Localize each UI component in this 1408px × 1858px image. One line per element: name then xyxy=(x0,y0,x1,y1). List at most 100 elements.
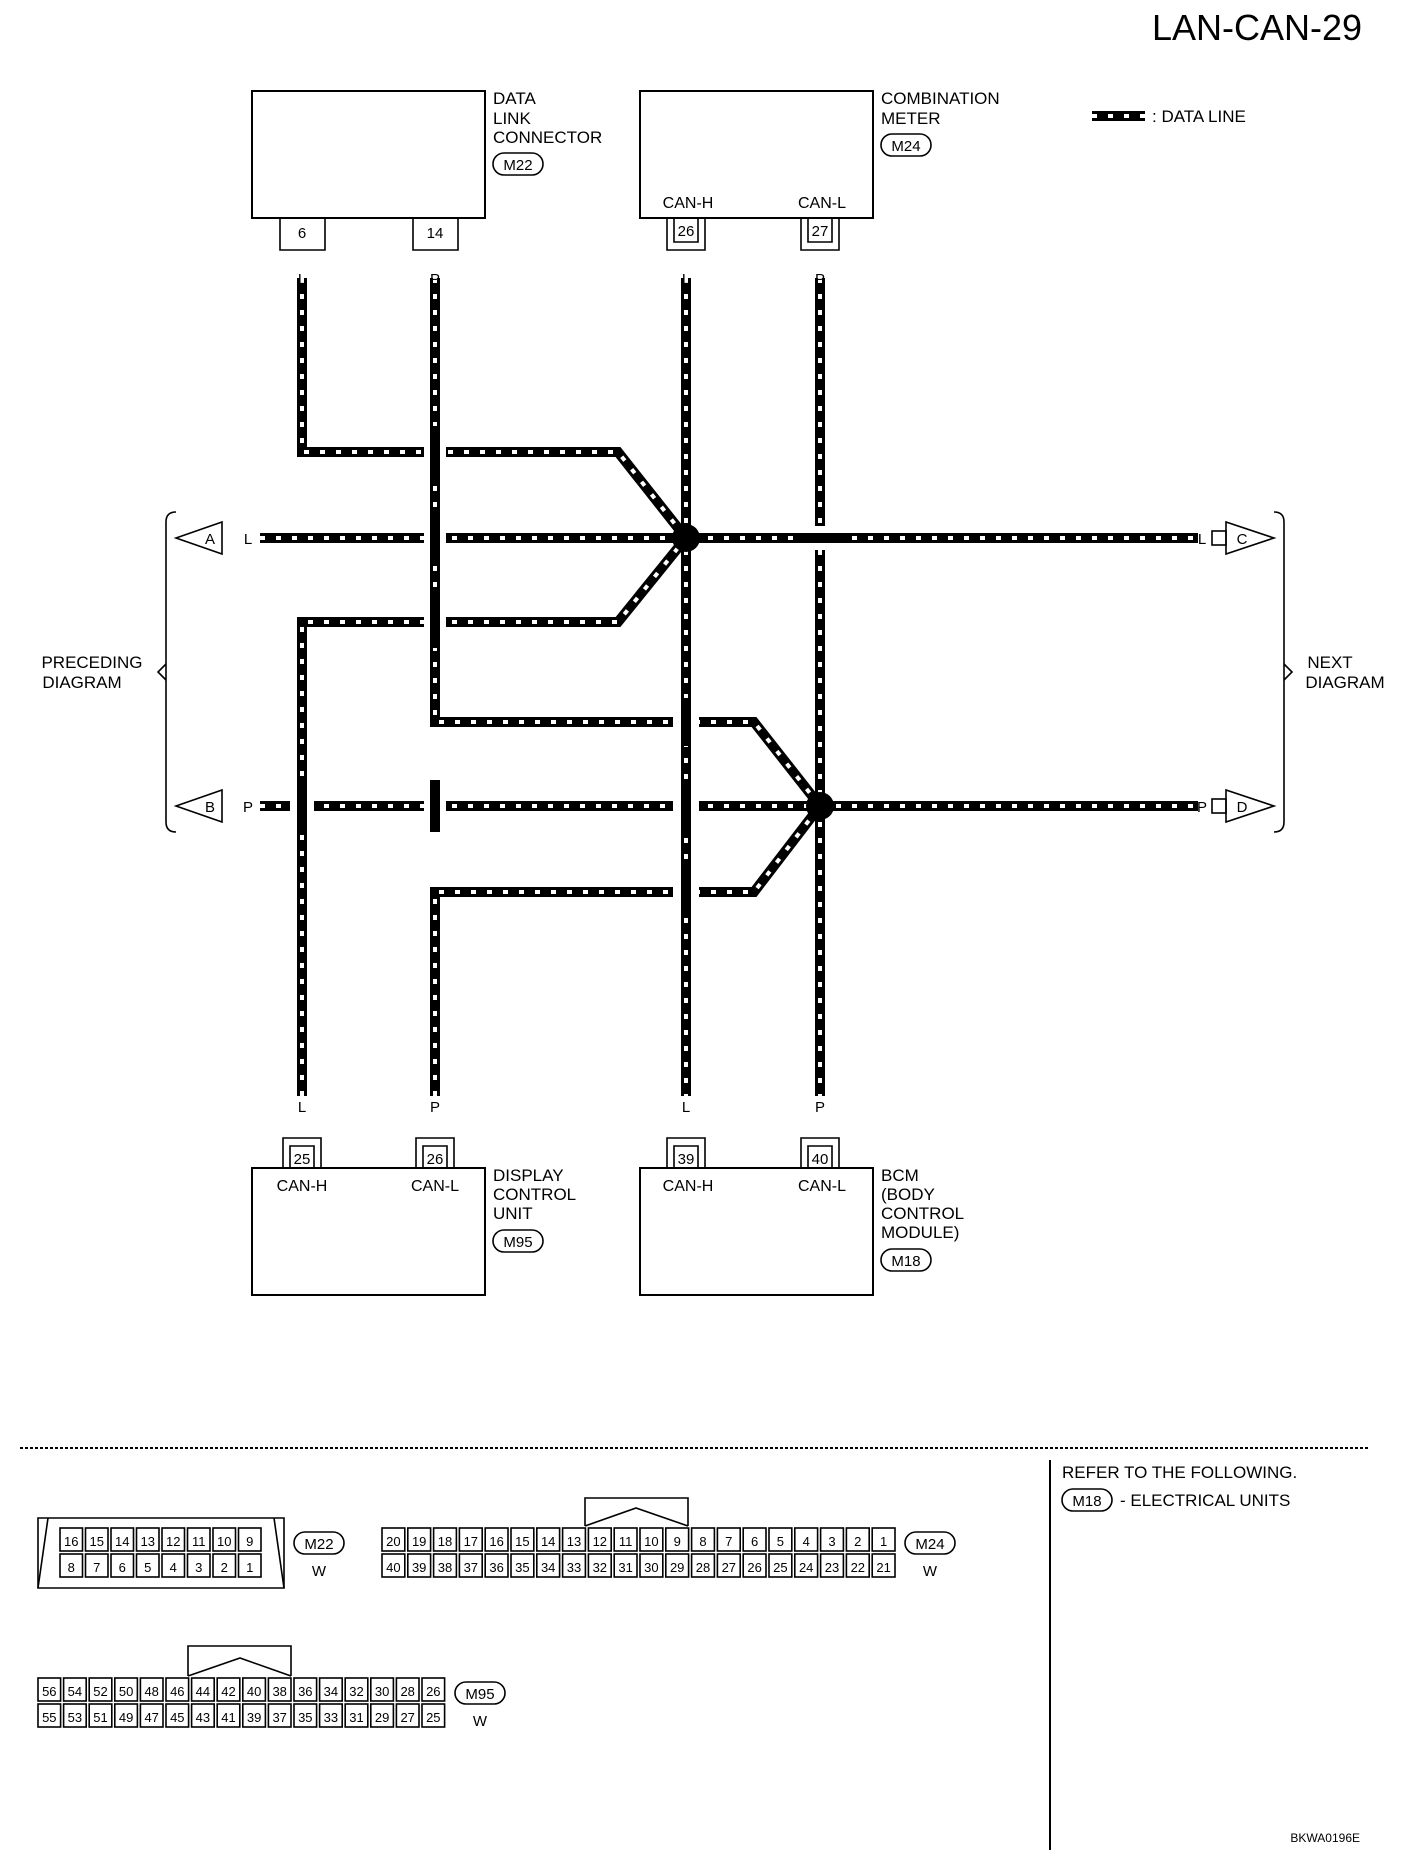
m22-pin-number: 2 xyxy=(221,1560,228,1575)
arrow-d-wire: P xyxy=(1197,799,1207,816)
m95-pin-cell xyxy=(139,1703,164,1728)
display-pin-26-wire: P xyxy=(430,1099,440,1116)
m22-color: W xyxy=(312,1563,327,1580)
m24-pin-number: 20 xyxy=(386,1534,400,1549)
m22-pin-number: 9 xyxy=(246,1534,253,1549)
m24-pin-cell xyxy=(793,1553,819,1578)
display-connector-id: M95 xyxy=(503,1234,532,1251)
m24-pin-cell xyxy=(819,1553,845,1578)
m24-pin-number: 38 xyxy=(438,1560,452,1575)
m24-pin-number: 22 xyxy=(851,1560,865,1575)
m24-pin-cell xyxy=(742,1553,767,1578)
m95-pin-cell xyxy=(344,1703,369,1728)
combination-meter: COMBINATION METER M24 CAN-H CAN-L 26 27 … xyxy=(639,89,1000,288)
m22-pin-number: 5 xyxy=(144,1560,151,1575)
m24-pin-number: 19 xyxy=(412,1534,426,1549)
m24-pin-number: 30 xyxy=(644,1560,658,1575)
bcm: L P 39 40 CAN-H CAN-L BCM (BODY CONTROL … xyxy=(639,1099,964,1296)
dlc-pin-6-wire: L xyxy=(298,271,306,288)
m22-pin-number: 10 xyxy=(217,1534,231,1549)
m24-pin-number: 3 xyxy=(828,1534,835,1549)
m95-pin-cell xyxy=(62,1677,87,1702)
m24-pin-cell xyxy=(664,1527,690,1552)
m22-pin-cell xyxy=(135,1527,160,1552)
m95-pin-number: 43 xyxy=(196,1710,210,1725)
meter-pin-27-label: CAN-L xyxy=(798,195,846,212)
m24-pin-number: 6 xyxy=(751,1534,758,1549)
m22-pin-cell xyxy=(84,1527,109,1552)
m24-pin-number: 17 xyxy=(464,1534,478,1549)
m24-pin-number: 16 xyxy=(489,1534,503,1549)
m24-pin-number: 21 xyxy=(876,1560,890,1575)
m22-pin-number: 1 xyxy=(246,1560,253,1575)
m95-pin-number: 46 xyxy=(170,1684,184,1699)
next-label-line-1: NEXT xyxy=(1307,653,1352,672)
meter-pin-27: 27 xyxy=(812,223,829,240)
m95-pin-cell xyxy=(165,1677,190,1702)
m95-pin-cell xyxy=(395,1677,420,1702)
m24-pin-number: 26 xyxy=(747,1560,761,1575)
m24-pin-number: 35 xyxy=(515,1560,529,1575)
m95-pin-number: 38 xyxy=(272,1684,286,1699)
bcm-pin-39: 39 xyxy=(678,1151,695,1168)
m24-pin-number: 10 xyxy=(644,1534,658,1549)
m24-pin-cell xyxy=(561,1527,587,1552)
m24-pin-number: 28 xyxy=(696,1560,710,1575)
m95-pin-number: 28 xyxy=(400,1684,414,1699)
dlc-connector-id: M22 xyxy=(503,157,532,174)
m95-pin-number: 55 xyxy=(42,1710,56,1725)
m24-pin-number: 11 xyxy=(619,1534,633,1549)
m95-pin-number: 35 xyxy=(298,1710,312,1725)
preceding-label-line-2: DIAGRAM xyxy=(42,673,121,692)
m24-pin-number: 34 xyxy=(541,1560,555,1575)
crossing-gaps xyxy=(290,440,833,904)
m22-pin-cell xyxy=(110,1553,135,1578)
m95-pin-number: 31 xyxy=(349,1710,363,1725)
bcm-pin-40: 40 xyxy=(812,1151,829,1168)
bcm-name-line-3: CONTROL xyxy=(881,1204,964,1223)
arrow-b-wire: P xyxy=(243,799,253,816)
crossing-lines xyxy=(297,426,846,916)
dlc-pin-14-wire: P xyxy=(430,271,440,288)
m24-color: W xyxy=(923,1563,938,1580)
m95-pin-number: 53 xyxy=(68,1710,82,1725)
m95-pin-number: 47 xyxy=(144,1710,158,1725)
splice-can-h xyxy=(672,524,700,552)
m24-pin-cell xyxy=(406,1527,432,1552)
m24-pin-cell xyxy=(742,1527,767,1552)
m24-pin-number: 31 xyxy=(618,1560,632,1575)
m24-id: M24 xyxy=(915,1536,944,1553)
m95-pin-number: 33 xyxy=(324,1710,338,1725)
m95-pin-number: 25 xyxy=(426,1710,440,1725)
legend: : DATA LINE xyxy=(1092,107,1246,126)
m95-pin-cell xyxy=(62,1703,87,1728)
dlc-pin-6: 6 xyxy=(298,225,306,242)
m24-pin-number: 5 xyxy=(777,1534,784,1549)
m24-pin-number: 15 xyxy=(515,1534,529,1549)
m95-pin-number: 45 xyxy=(170,1710,184,1725)
m95-pin-number: 27 xyxy=(400,1710,414,1725)
legend-label: : DATA LINE xyxy=(1152,107,1246,126)
next-diagram-link: NEXT DIAGRAM L C P D xyxy=(1197,511,1385,833)
m95-pin-cell xyxy=(293,1703,318,1728)
meter-pin-27-wire: P xyxy=(815,271,825,288)
m24-pin-cell xyxy=(432,1553,458,1578)
m95-pin-number: 29 xyxy=(375,1710,389,1725)
m24-pin-number: 13 xyxy=(567,1534,581,1549)
m22-pin-cell xyxy=(212,1527,237,1552)
m22-pin-number: 14 xyxy=(115,1534,129,1549)
display-pin-26: 26 xyxy=(427,1151,444,1168)
dlc-name-line-1: DATA xyxy=(493,89,536,108)
m22-pin-number: 7 xyxy=(93,1560,100,1575)
arrow-a-letter: A xyxy=(205,531,215,548)
m24-pin-cell xyxy=(716,1553,742,1578)
m24-pin-cell xyxy=(613,1527,638,1552)
meter-pin-26-wire: L xyxy=(682,271,690,288)
bcm-name-line-1: BCM xyxy=(881,1166,919,1185)
m24-pin-number: 40 xyxy=(386,1560,400,1575)
refer-note: REFER TO THE FOLLOWING. M18 - ELECTRICAL… xyxy=(1061,1463,1297,1512)
bcm-pin-39-label: CAN-H xyxy=(663,1178,714,1195)
refer-connector-id: M18 xyxy=(1072,1493,1101,1510)
m24-pin-cell xyxy=(768,1527,793,1552)
